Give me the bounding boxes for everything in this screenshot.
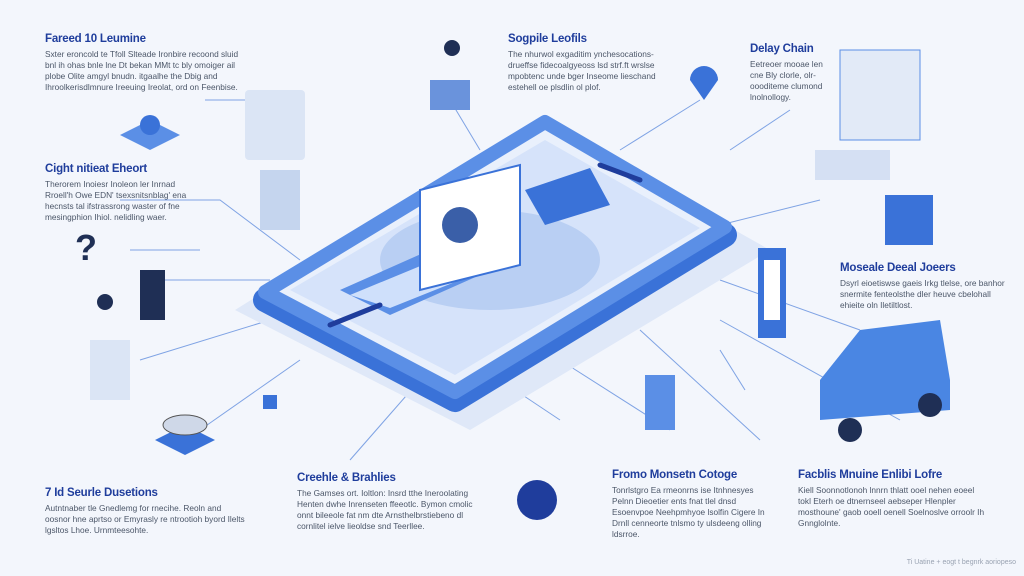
block-body: Autntnaber tle Gnedlemg for rnecihe. Reo… (45, 503, 245, 535)
footer-note: Ti Uatine + eogt t begnrk aoriopeso (906, 559, 1016, 566)
block-title: Delay Chain (750, 43, 814, 55)
block-body: The Gamses ort. Ioltlon: Insrd tthe Iner… (297, 488, 473, 531)
scene-icons: ? (75, 40, 950, 520)
phone (253, 115, 737, 412)
block-title: 7 Id Seurle Dusetions (45, 487, 158, 499)
block-body: Eetreoer mooae len cne Bly clorle, olr- … (750, 59, 823, 102)
block-body: Sxter eroncold te Tfoll Slteade Ironbire… (45, 49, 239, 92)
block-body: The nhurwol exgaditim ynchesocations- dr… (508, 49, 656, 92)
svg-text:?: ? (75, 227, 97, 268)
block-body: Tonrlstgro Ea rmeonrns ise Itnhnesyes Pe… (612, 485, 765, 539)
block-title: Sogpile Leofils (508, 33, 587, 45)
block-title: Fromo Monsetn Cotoge (612, 469, 738, 481)
block-body: Therorem Inoiesr Inoleon ler Inrnad Rroe… (45, 179, 187, 222)
block-body: Dsyrl eioetiswse gaeis Irkg tlelse, ore … (840, 278, 1005, 310)
block-title: Cight nitieat Eheort (45, 163, 148, 175)
block-title: Fareed 10 Leumine (45, 33, 146, 45)
block-title: Facblis Mnuine Enlibi Lofre (798, 469, 943, 481)
block-body: Kiell Soonnotlonoh lnnrn thlatt ooel neh… (798, 485, 985, 528)
block-title: Moseale Deeal Joeers (840, 262, 956, 274)
connector-lines (120, 99, 901, 461)
block-title: Creehle & Brahlies (297, 472, 396, 484)
